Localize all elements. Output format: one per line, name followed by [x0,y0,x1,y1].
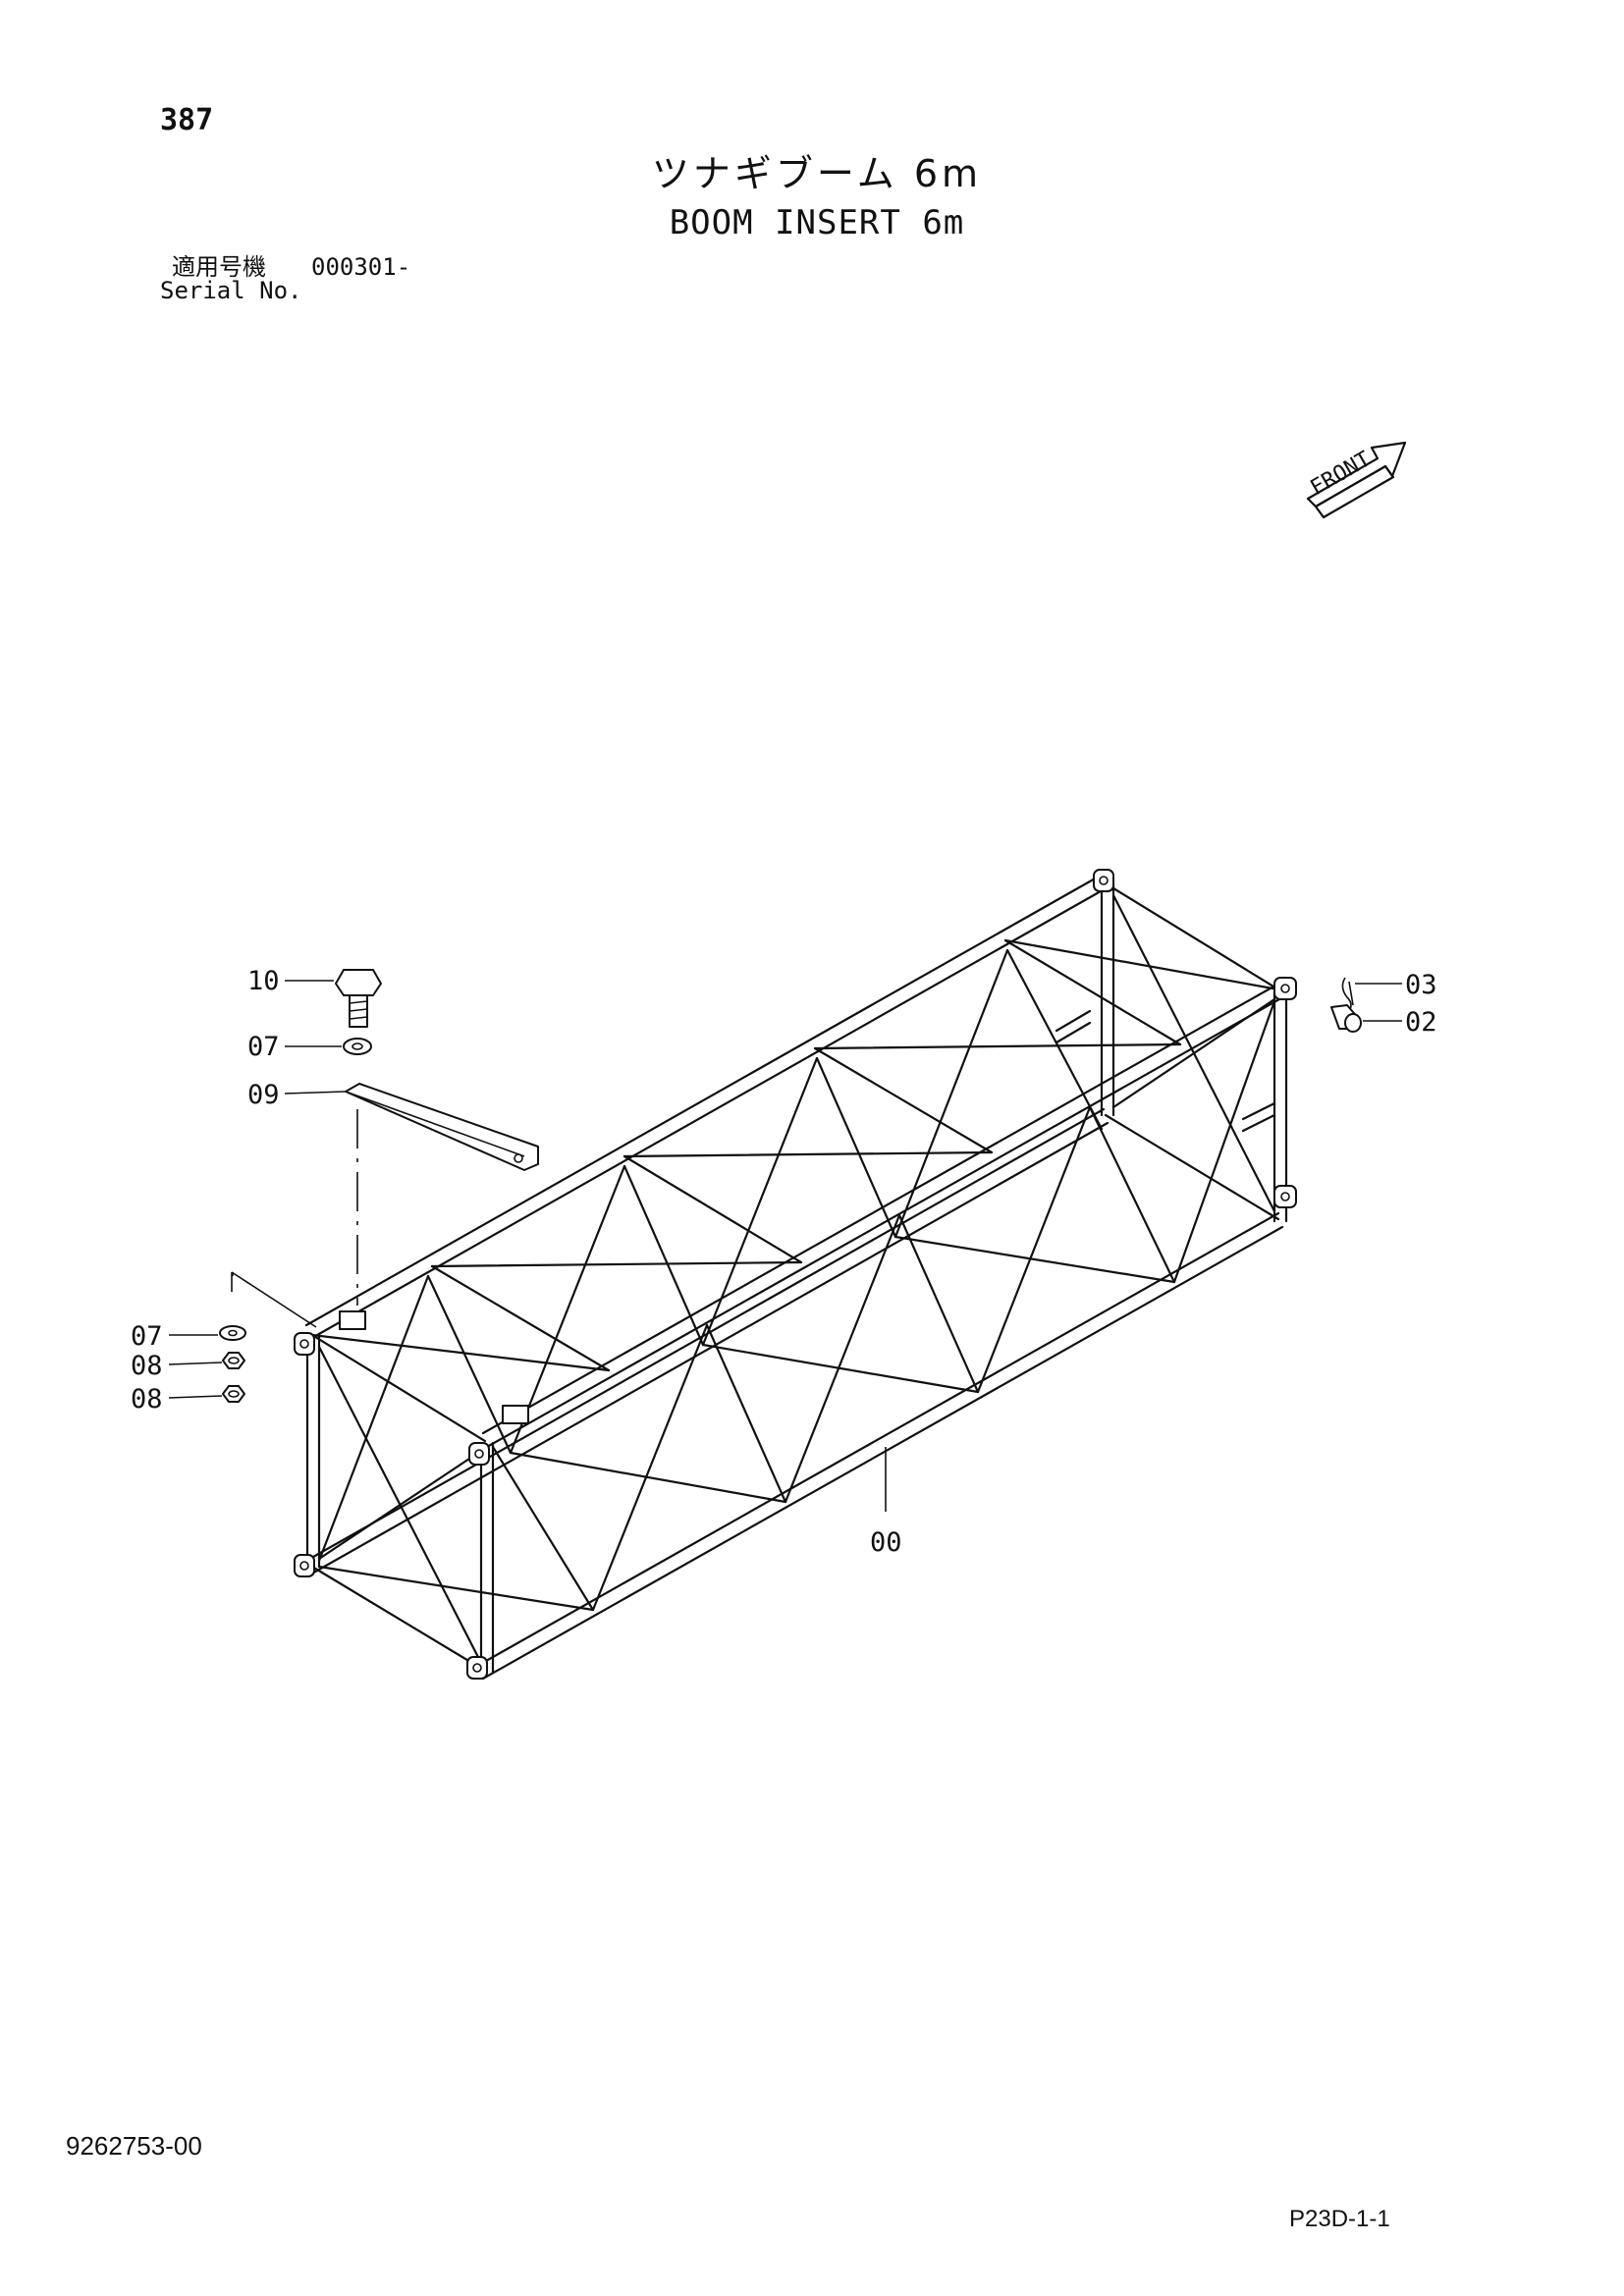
tie-bracket [339,1310,366,1330]
pin-icon [1330,1004,1362,1033]
top-bracket-mid [502,1405,529,1424]
callout-00: 00 [870,1527,902,1558]
front-arrow-icon: FRONT [1307,441,1407,519]
corner-lug-near-bottom [294,1554,315,1577]
leader-09 [284,1091,347,1095]
corner-lug-near-mid [468,1442,490,1466]
leader-08b [168,1395,223,1399]
boom-insert-frame [294,869,1297,1681]
serial-label-english: Serial No. [160,277,302,304]
serial-label-japanese: 適用号機 [172,253,266,281]
callout-02: 02 [1405,1007,1437,1038]
corner-lug-near-low [466,1656,488,1680]
serial-value: 000301- [311,253,411,281]
corner-lug-far-top [1093,869,1114,892]
callout-08-lower: 08 [131,1384,163,1415]
callout-07-upper: 07 [247,1032,280,1062]
leader-08a [168,1362,223,1365]
tie-plate-icon [345,1083,539,1171]
nut-icon-a [222,1352,245,1369]
callout-10: 10 [247,966,280,996]
page-number: 387 [160,103,214,137]
washer-icon-upper [343,1038,372,1055]
callout-08-upper: 08 [131,1351,163,1381]
callout-07-lower: 07 [131,1321,163,1352]
callout-09: 09 [247,1080,280,1110]
sheet-reference: P23D-1-1 [1289,2206,1390,2232]
title-japanese: ツナギブーム 6m [651,152,983,195]
callout-03: 03 [1405,970,1437,1000]
bolt-icon [335,969,382,1028]
corner-lug-far-mid [1273,977,1297,1000]
nut-icon-b [222,1385,245,1403]
corner-lug-near-top [294,1332,315,1356]
washer-icon-lower [219,1325,246,1341]
document-number: 9262753-00 [66,2131,202,2161]
title-english: BOOM INSERT 6m [669,203,965,242]
corner-lug-far-low [1273,1185,1297,1208]
